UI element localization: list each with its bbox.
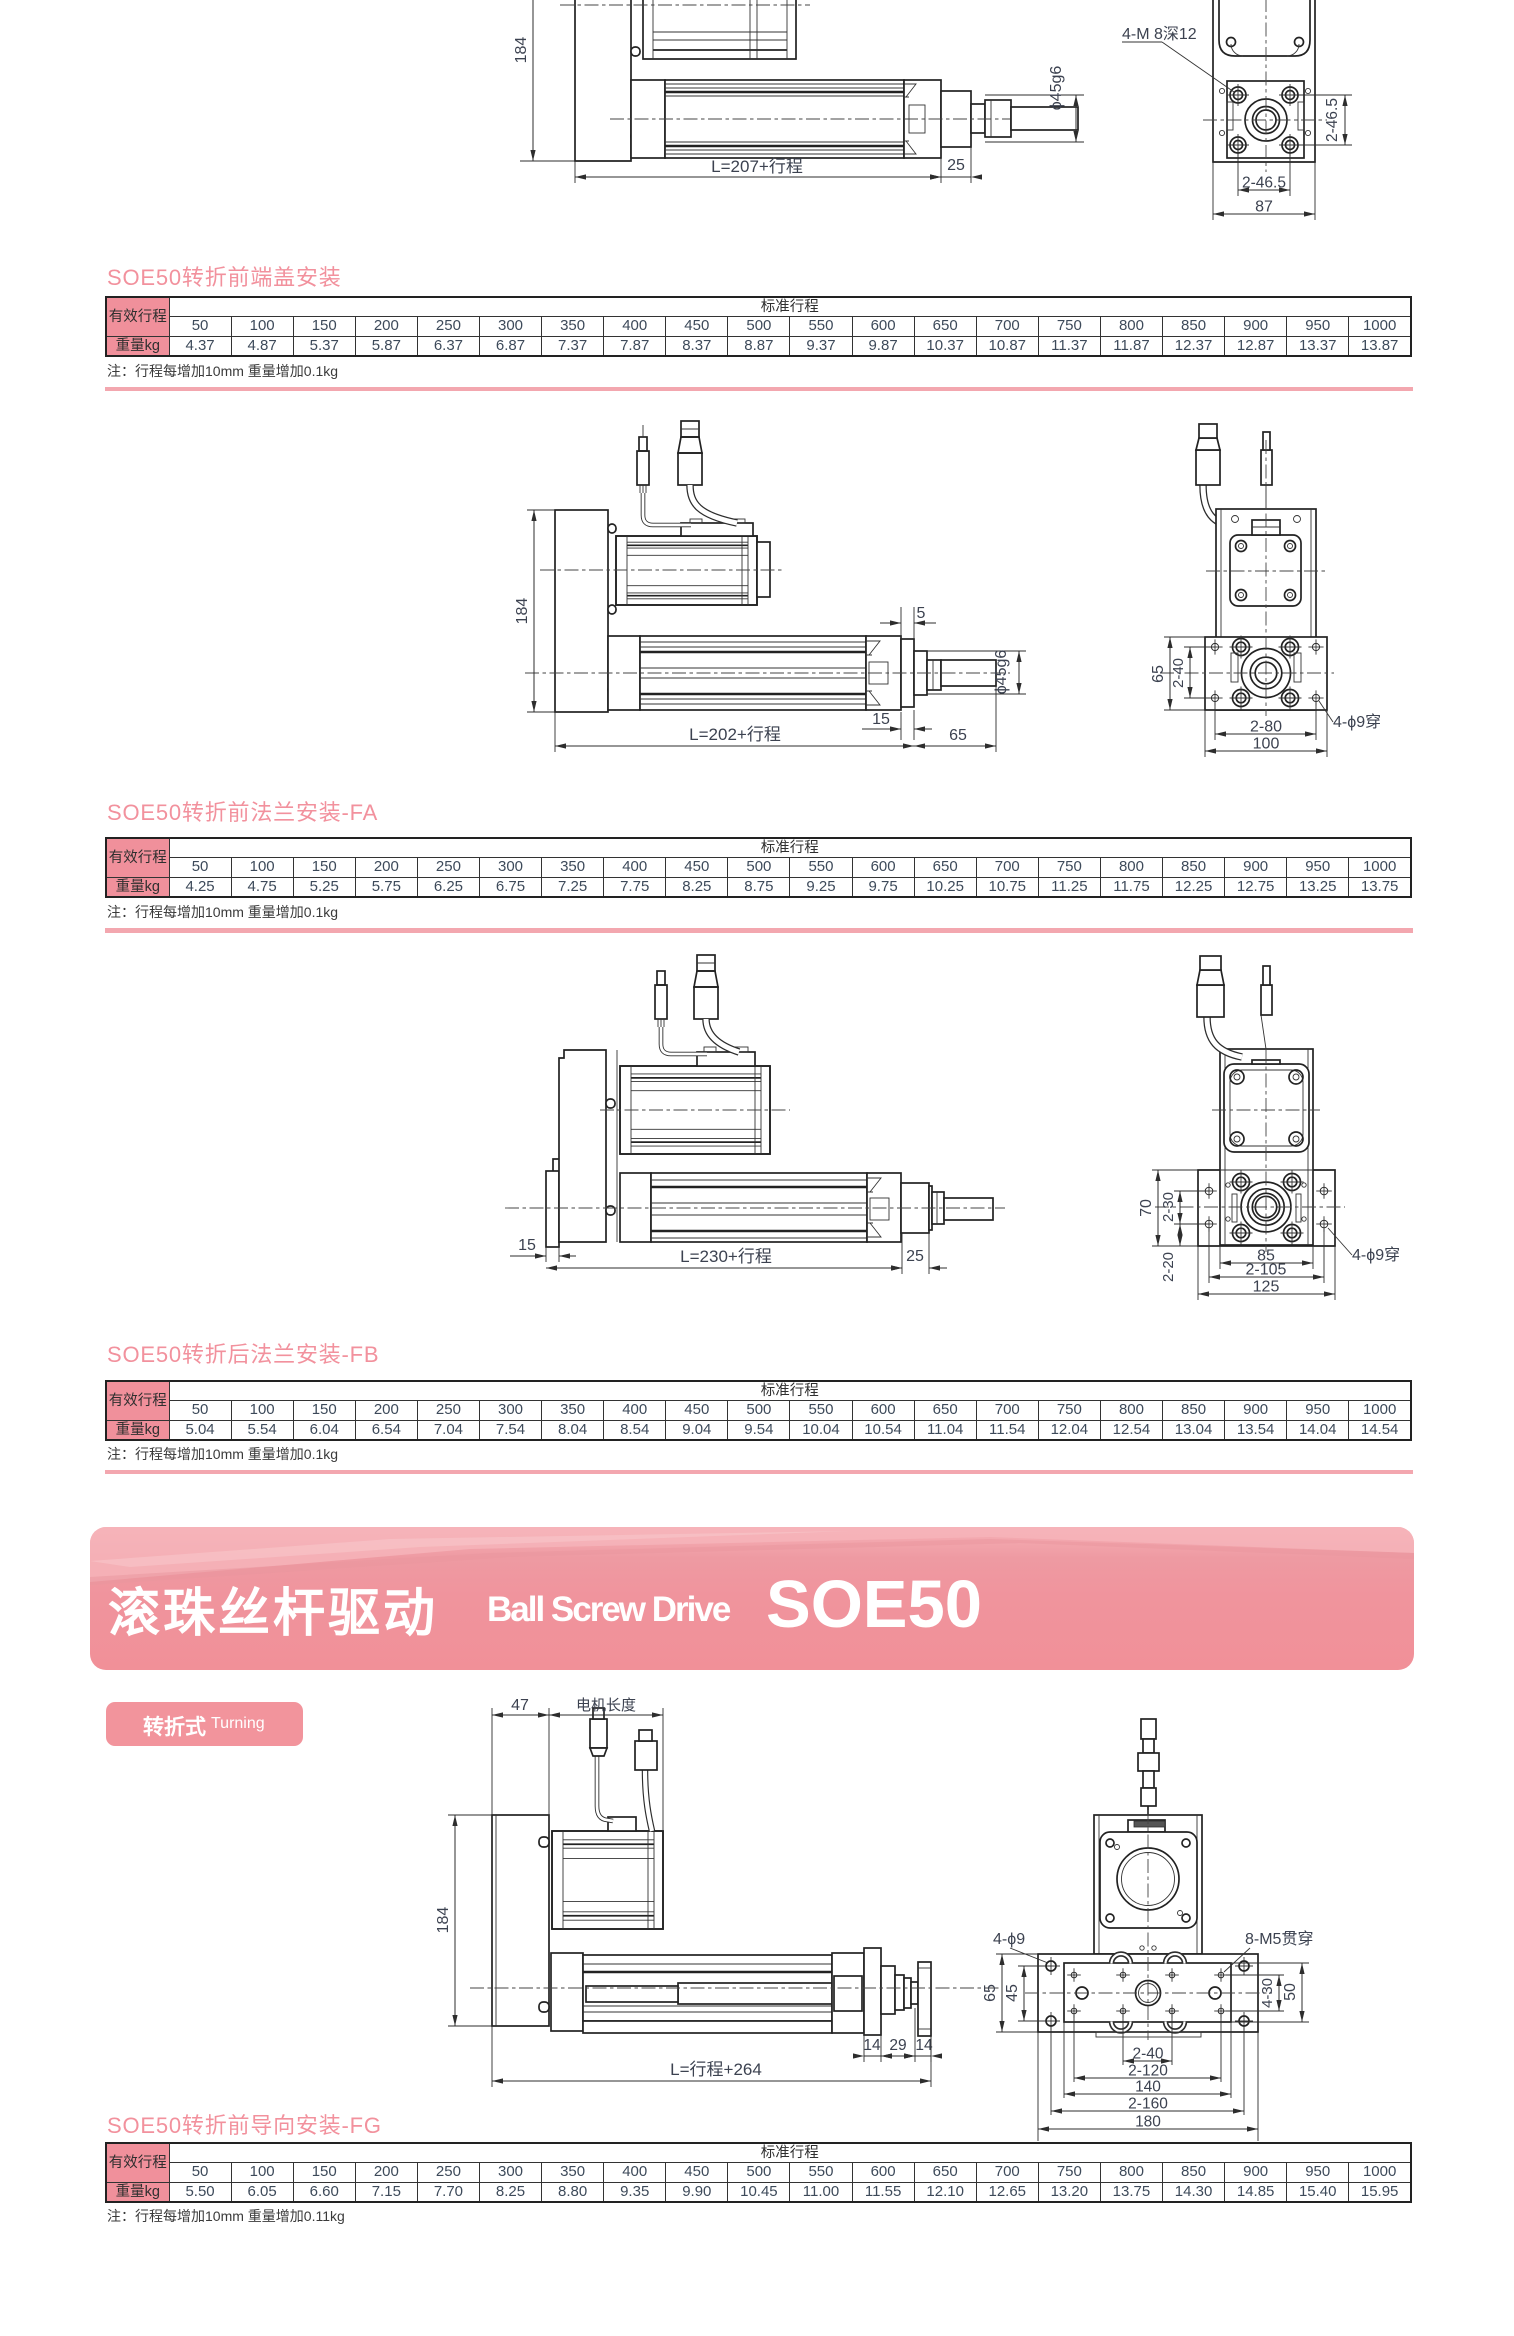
svg-text:100: 100 [1253, 736, 1280, 753]
svg-text:2-160: 2-160 [1128, 2096, 1168, 2113]
svg-text:70: 70 [1138, 1199, 1155, 1217]
svg-text:65: 65 [1150, 665, 1167, 683]
svg-text:8-M5贯穿: 8-M5贯穿 [1245, 1930, 1313, 1948]
svg-text:4-ϕ9穿: 4-ϕ9穿 [1333, 713, 1381, 731]
svg-text:45: 45 [1004, 1984, 1021, 2002]
svg-text:14: 14 [863, 2037, 881, 2054]
svg-text:29: 29 [889, 2037, 906, 2054]
svg-text:2-40: 2-40 [1132, 2046, 1163, 2063]
svg-text:180: 180 [1135, 2114, 1161, 2131]
svg-text:65: 65 [949, 727, 967, 744]
svg-text:4-ϕ9: 4-ϕ9 [993, 1931, 1025, 1948]
svg-text:ϕ45g6: ϕ45g6 [993, 650, 1010, 695]
svg-text:140: 140 [1135, 2079, 1161, 2096]
svg-text:85: 85 [1257, 1248, 1275, 1265]
svg-text:184: 184 [513, 37, 530, 64]
svg-text:4-30: 4-30 [1259, 1978, 1276, 2008]
svg-text:2-105: 2-105 [1246, 1262, 1287, 1279]
svg-text:47: 47 [511, 1697, 529, 1714]
svg-text:L=230+行程: L=230+行程 [680, 1247, 772, 1266]
svg-text:125: 125 [1253, 1279, 1280, 1296]
svg-text:15: 15 [518, 1237, 536, 1254]
svg-text:4-M 8深12: 4-M 8深12 [1122, 25, 1197, 43]
svg-text:ϕ45g6: ϕ45g6 [1048, 66, 1065, 111]
svg-text:2-40: 2-40 [1170, 658, 1187, 688]
svg-text:4-ϕ9穿: 4-ϕ9穿 [1352, 1246, 1400, 1264]
svg-text:2-46.5: 2-46.5 [1324, 98, 1341, 142]
svg-text:25: 25 [947, 157, 965, 174]
svg-text:2-30: 2-30 [1160, 1192, 1177, 1222]
svg-text:2-20: 2-20 [1160, 1252, 1177, 1282]
svg-text:14: 14 [915, 2037, 933, 2054]
svg-text:L=行程+264: L=行程+264 [670, 2060, 762, 2079]
svg-text:2-46.5: 2-46.5 [1242, 175, 1286, 192]
svg-text:25: 25 [906, 1248, 924, 1265]
svg-text:5: 5 [917, 605, 926, 622]
svg-text:2-120: 2-120 [1128, 2063, 1168, 2080]
svg-text:L=207+行程: L=207+行程 [711, 157, 803, 176]
svg-text:184: 184 [514, 598, 531, 625]
svg-text:电机长度: 电机长度 [576, 1697, 636, 1714]
svg-text:15: 15 [872, 711, 890, 728]
svg-text:65: 65 [982, 1984, 999, 2002]
svg-text:184: 184 [435, 1907, 452, 1934]
svg-text:50: 50 [1282, 1983, 1299, 2001]
svg-text:L=202+行程: L=202+行程 [689, 725, 781, 744]
svg-text:87: 87 [1255, 199, 1273, 216]
svg-text:2-80: 2-80 [1250, 719, 1282, 736]
